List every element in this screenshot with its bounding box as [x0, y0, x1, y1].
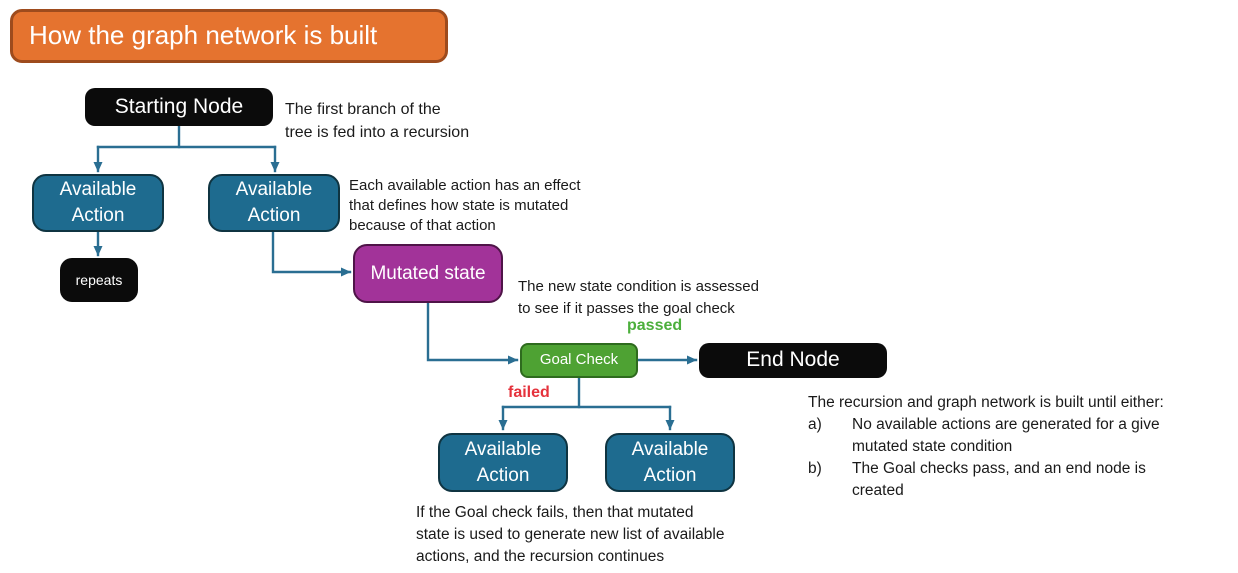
available-action-node-2: Available Action — [208, 174, 340, 232]
edge-label-failed: failed — [508, 384, 550, 401]
mutated-state-node: Mutated state — [353, 244, 503, 303]
available-action-node-4: Available Action — [605, 433, 735, 492]
annotation-new-state: The new state condition is assessed to s… — [518, 278, 759, 317]
termination-item-a: a) No available actions are generated fo… — [808, 414, 1238, 458]
edge-mutated-to-goal — [426, 301, 519, 365]
annotation-each-action: Each available action has an effect that… — [349, 177, 581, 234]
termination-intro: The recursion and graph network is built… — [808, 394, 1164, 411]
repeats-node: repeats — [60, 258, 138, 302]
edge-action2-to-mutated — [271, 230, 352, 277]
termination-text-a: No available actions are generated for a… — [852, 416, 1160, 455]
goal-check-node: Goal Check — [520, 343, 638, 378]
termination-marker-b: b) — [808, 460, 822, 477]
available-action-node-1: Available Action — [32, 174, 164, 232]
available-action-node-3: Available Action — [438, 433, 568, 492]
annotation-goal-fail: If the Goal check fails, then that mutat… — [416, 504, 725, 565]
starting-node: Starting Node — [85, 88, 273, 126]
end-node: End Node — [699, 343, 887, 378]
annotation-first-branch: The first branch of the tree is fed into… — [285, 101, 470, 141]
termination-item-b: b) The Goal checks pass, and an end node… — [808, 458, 1238, 502]
diagram-title: How the graph network is built — [10, 9, 448, 63]
termination-note: The recursion and graph network is built… — [808, 392, 1238, 502]
termination-text-b: The Goal checks pass, and an end node is… — [852, 460, 1146, 499]
edge-label-passed: passed — [627, 317, 683, 334]
termination-marker-a: a) — [808, 416, 822, 433]
